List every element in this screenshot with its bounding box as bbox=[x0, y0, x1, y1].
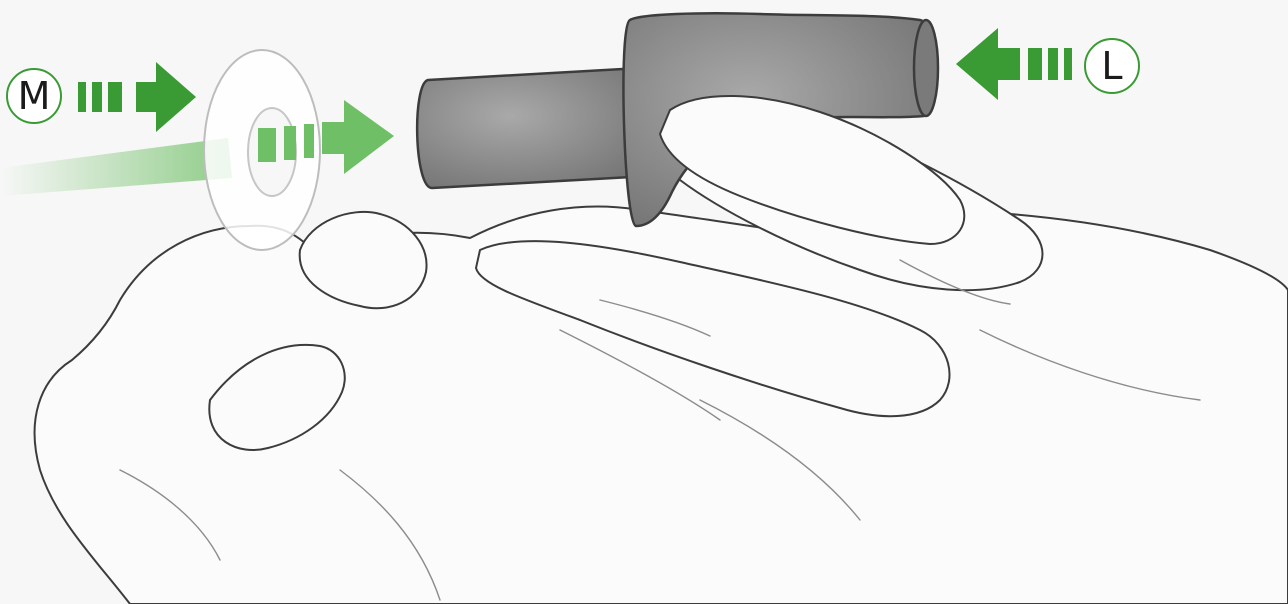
l-arrow bbox=[956, 28, 1072, 100]
label-l-badge: L bbox=[1084, 38, 1140, 94]
label-m-text: M bbox=[18, 77, 51, 115]
m-arrow bbox=[78, 62, 196, 132]
ear-tip-stem bbox=[417, 68, 650, 188]
insertion-beam bbox=[0, 138, 232, 196]
label-m-badge: M bbox=[6, 68, 62, 124]
label-l-text: L bbox=[1101, 47, 1122, 85]
